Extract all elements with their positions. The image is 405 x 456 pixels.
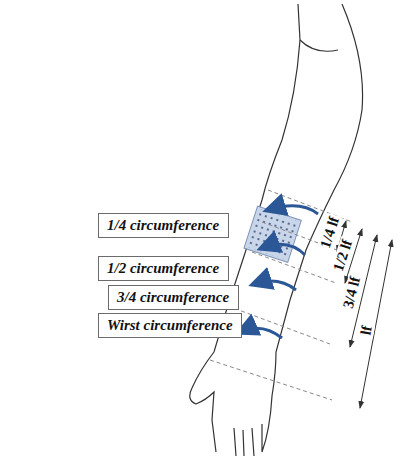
circumference-arrows	[240, 206, 318, 338]
dimension-label: lf	[358, 323, 375, 339]
box-text: 3/4 circumference	[117, 289, 229, 306]
sensor-patch	[244, 206, 301, 262]
box-text: 1/4 circumference	[107, 217, 219, 234]
label-box: 1/2 circumference	[98, 256, 229, 281]
label-box: 3/4 circumference	[108, 285, 239, 310]
label-box: 1/4 circumference	[98, 213, 229, 238]
box-text: 1/2 circumference	[107, 260, 219, 277]
label-box: Wirst circumference	[98, 313, 242, 338]
box-text: Wirst circumference	[107, 317, 233, 334]
shoulder-line	[300, 40, 338, 51]
